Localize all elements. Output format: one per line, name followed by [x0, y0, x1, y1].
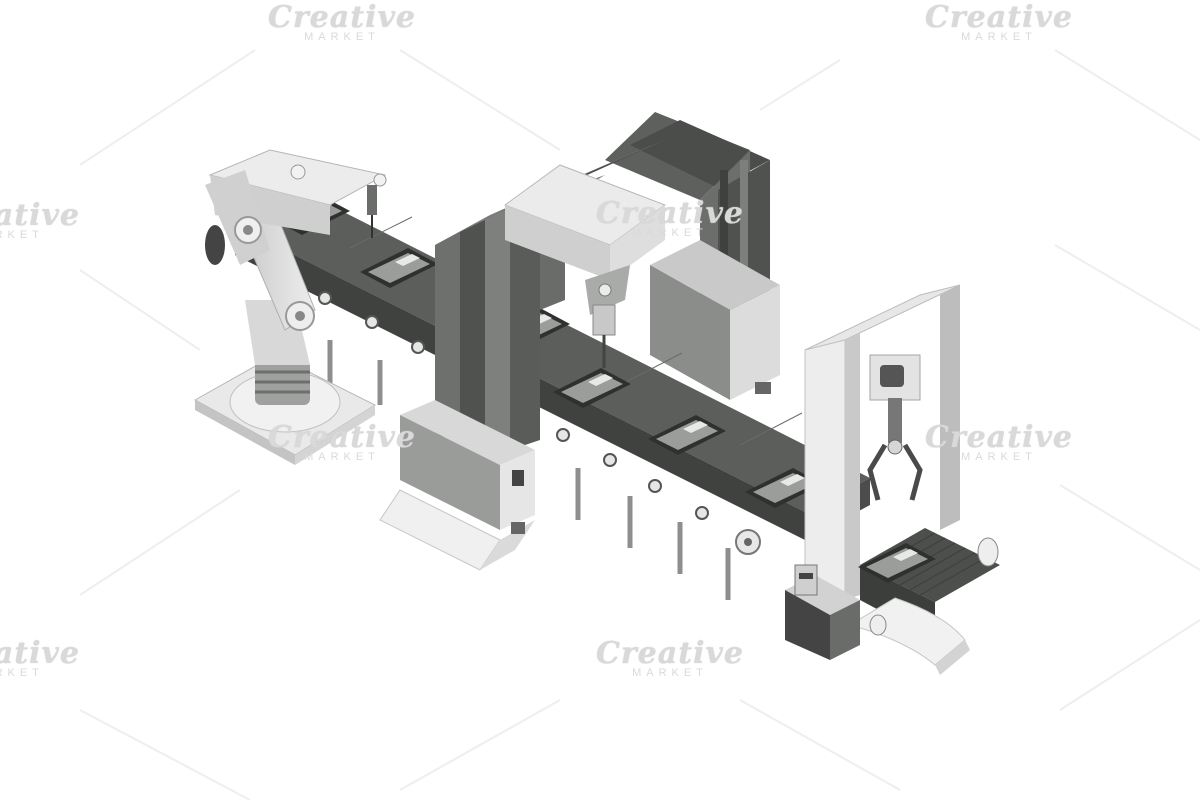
tablet: [648, 415, 726, 455]
control-display-icon: [755, 382, 771, 394]
output-conveyor: [785, 528, 1000, 675]
arm-base-spring: [255, 360, 310, 405]
grabber-frame: [804, 284, 961, 616]
watermark-grid: [79, 49, 1200, 800]
gantry-front: [379, 125, 700, 571]
gantry-back: [605, 112, 780, 400]
finished-tablet: [858, 543, 936, 583]
tablet: [553, 368, 631, 408]
panel-buttons-icon: [511, 522, 525, 534]
tablets: [272, 195, 823, 508]
tablet: [858, 543, 936, 583]
side-control-panel: [794, 564, 818, 596]
conveyor-legs: [327, 340, 731, 600]
tablet: [360, 248, 438, 288]
tablet: [745, 468, 823, 508]
robot-arm: [193, 149, 387, 465]
power-switch-icon: [512, 470, 524, 486]
